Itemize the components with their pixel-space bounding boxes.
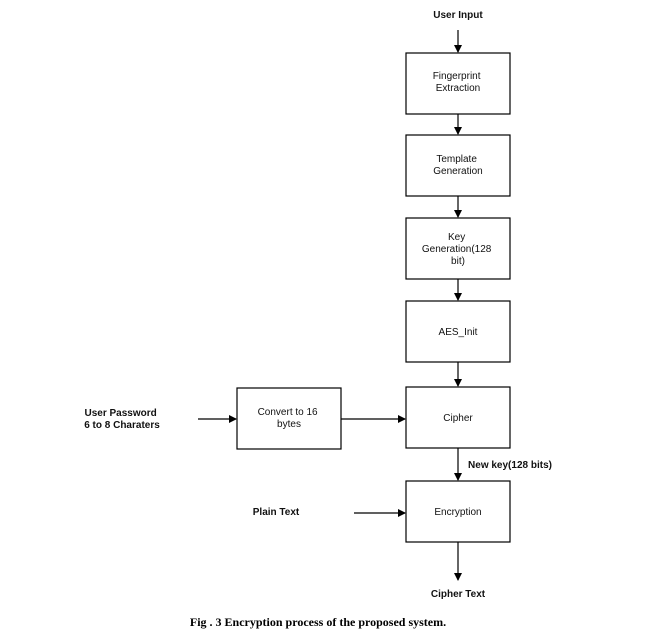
fingerprint-extraction-label: Fingerprint Extraction — [433, 71, 484, 94]
aes-init-label: AES_Init — [439, 327, 478, 338]
cipher-label: Cipher — [443, 413, 473, 424]
user-input-label: User Input — [433, 10, 483, 21]
user-password-label: User Password 6 to 8 Charaters — [84, 408, 160, 431]
key-generation-label: Key Generation(128 bit) — [422, 232, 494, 267]
convert-box — [236, 387, 342, 450]
cipher-text-label: Cipher Text — [431, 589, 486, 600]
template-generation-label: Template Generation — [433, 154, 482, 177]
encryption-box — [405, 480, 511, 543]
encryption-label: Encryption — [434, 507, 481, 518]
new-key-label: New key(128 bits) — [468, 460, 552, 471]
convert-label: Convert to 16 bytes — [258, 407, 321, 430]
key-generation-box — [405, 217, 511, 280]
aes-init-box — [405, 300, 511, 363]
cipher-box — [405, 386, 511, 449]
plain-text-label: Plain Text — [253, 507, 300, 518]
template-generation-box — [405, 134, 511, 197]
figure-caption: Fig . 3 Encryption process of the propos… — [190, 615, 446, 629]
